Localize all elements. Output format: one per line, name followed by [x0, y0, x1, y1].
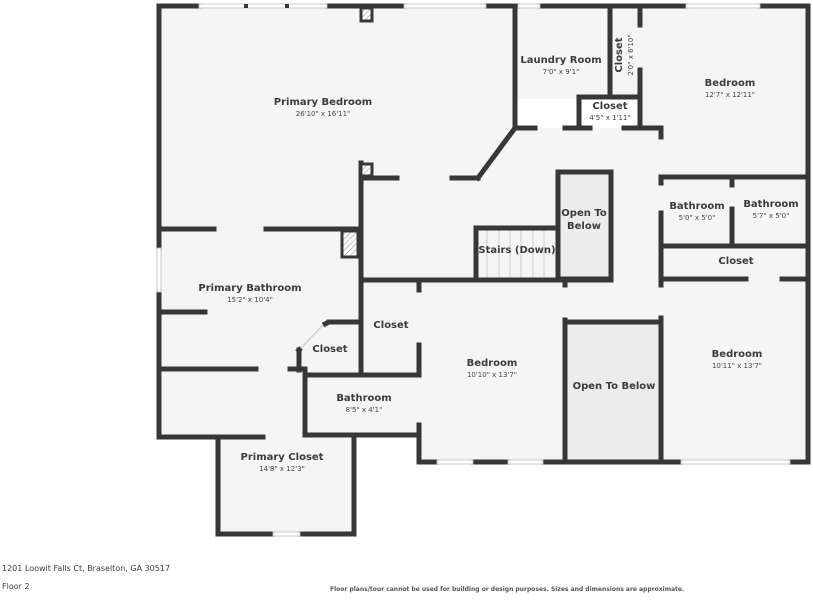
room-closet-vertical: Closet 2'0" x 6'10" — [614, 34, 636, 75]
columns — [340, 6, 374, 259]
room-name: Open To Below — [572, 381, 656, 392]
room-name: Bedroom — [466, 358, 518, 369]
room-name: Closet — [312, 344, 348, 355]
room-bathroom-3: Bathroom 8'5" x 4'1" — [336, 393, 391, 415]
room-laundry: Laundry Room 7'0" x 9'1" — [520, 55, 601, 77]
room-open-to-below-2: Open To Below — [573, 381, 656, 393]
room-dimensions: 14'8" x 12'3" — [259, 465, 305, 473]
open-to-below-fills — [558, 172, 661, 462]
room-name: Primary Bedroom — [273, 97, 373, 108]
room-dimensions: 26'10" x 16'11" — [295, 110, 351, 118]
room-dimensions: 5'0" x 5'0" — [678, 214, 716, 222]
room-bedroom-se: Bedroom 10'11" x 13'7" — [712, 349, 763, 371]
disclaimer: Floor plans/tour cannot be used for buil… — [330, 586, 685, 593]
room-stairs: Stairs (Down) — [478, 245, 555, 257]
room-dimensions: 2'0" x 6'10" — [627, 34, 635, 76]
room-closet-angled: Closet — [312, 344, 347, 356]
room-closet-small: Closet 4'5" x 1'11" — [589, 101, 630, 123]
windows — [156, 3, 791, 537]
room-name: Closet — [718, 256, 754, 267]
address: 1201 Loowit Falls Ct, Braselton, GA 3051… — [2, 564, 171, 573]
room-dimensions: 10'11" x 13'7" — [711, 362, 763, 370]
room-dimensions: 10'10" x 13'7" — [466, 371, 518, 379]
room-primary-bedroom: Primary Bedroom 26'10" x 16'11" — [274, 97, 372, 119]
room-name: Closet — [614, 37, 625, 73]
room-name: Laundry Room — [520, 55, 602, 66]
room-name: Closet — [592, 101, 628, 112]
room-dimensions: 4'5" x 1'11" — [589, 114, 631, 122]
room-name: Bathroom — [669, 201, 725, 212]
room-bedroom-center: Bedroom 10'10" x 13'7" — [467, 358, 518, 380]
room-name: Primary Bathroom — [198, 283, 302, 294]
room-bathroom-2: Bathroom 5'7" x 5'0" — [743, 199, 798, 221]
room-dimensions: 12'7" x 12'11" — [704, 91, 756, 99]
floor-label: Floor 2 — [2, 582, 30, 591]
walls — [156, 3, 811, 537]
room-name: Bathroom — [336, 393, 392, 404]
room-bathroom-1: Bathroom 5'0" x 5'0" — [669, 201, 724, 223]
room-dimensions: 8'5" x 4'1" — [345, 406, 383, 414]
room-name: Bedroom — [704, 78, 756, 89]
room-name: Open To Below — [561, 208, 607, 232]
room-name: Bathroom — [743, 199, 799, 210]
angled-closet-wall — [295, 319, 331, 354]
room-name: Bedroom — [711, 349, 763, 360]
room-name: Primary Closet — [240, 452, 324, 463]
window-mullions — [244, 4, 289, 8]
room-name: Stairs (Down) — [478, 245, 556, 256]
room-dimensions: 7'0" x 9'1" — [542, 68, 580, 76]
room-name: Closet — [373, 320, 409, 331]
room-dimensions: 15'2" x 10'4" — [227, 296, 273, 304]
room-primary-bathroom: Primary Bathroom 15'2" x 10'4" — [198, 283, 301, 305]
room-closet-mid: Closet — [373, 320, 408, 332]
room-bedroom-ne: Bedroom 12'7" x 12'11" — [705, 78, 756, 100]
room-dimensions: 5'7" x 5'0" — [752, 212, 790, 220]
room-open-to-below-1: Open To Below — [561, 207, 607, 233]
stairs-treads — [486, 230, 545, 279]
angled-closet-door — [300, 324, 324, 349]
room-primary-closet: Primary Closet 14'8" x 12'3" — [241, 452, 324, 474]
room-closet-hall: Closet — [718, 256, 753, 268]
